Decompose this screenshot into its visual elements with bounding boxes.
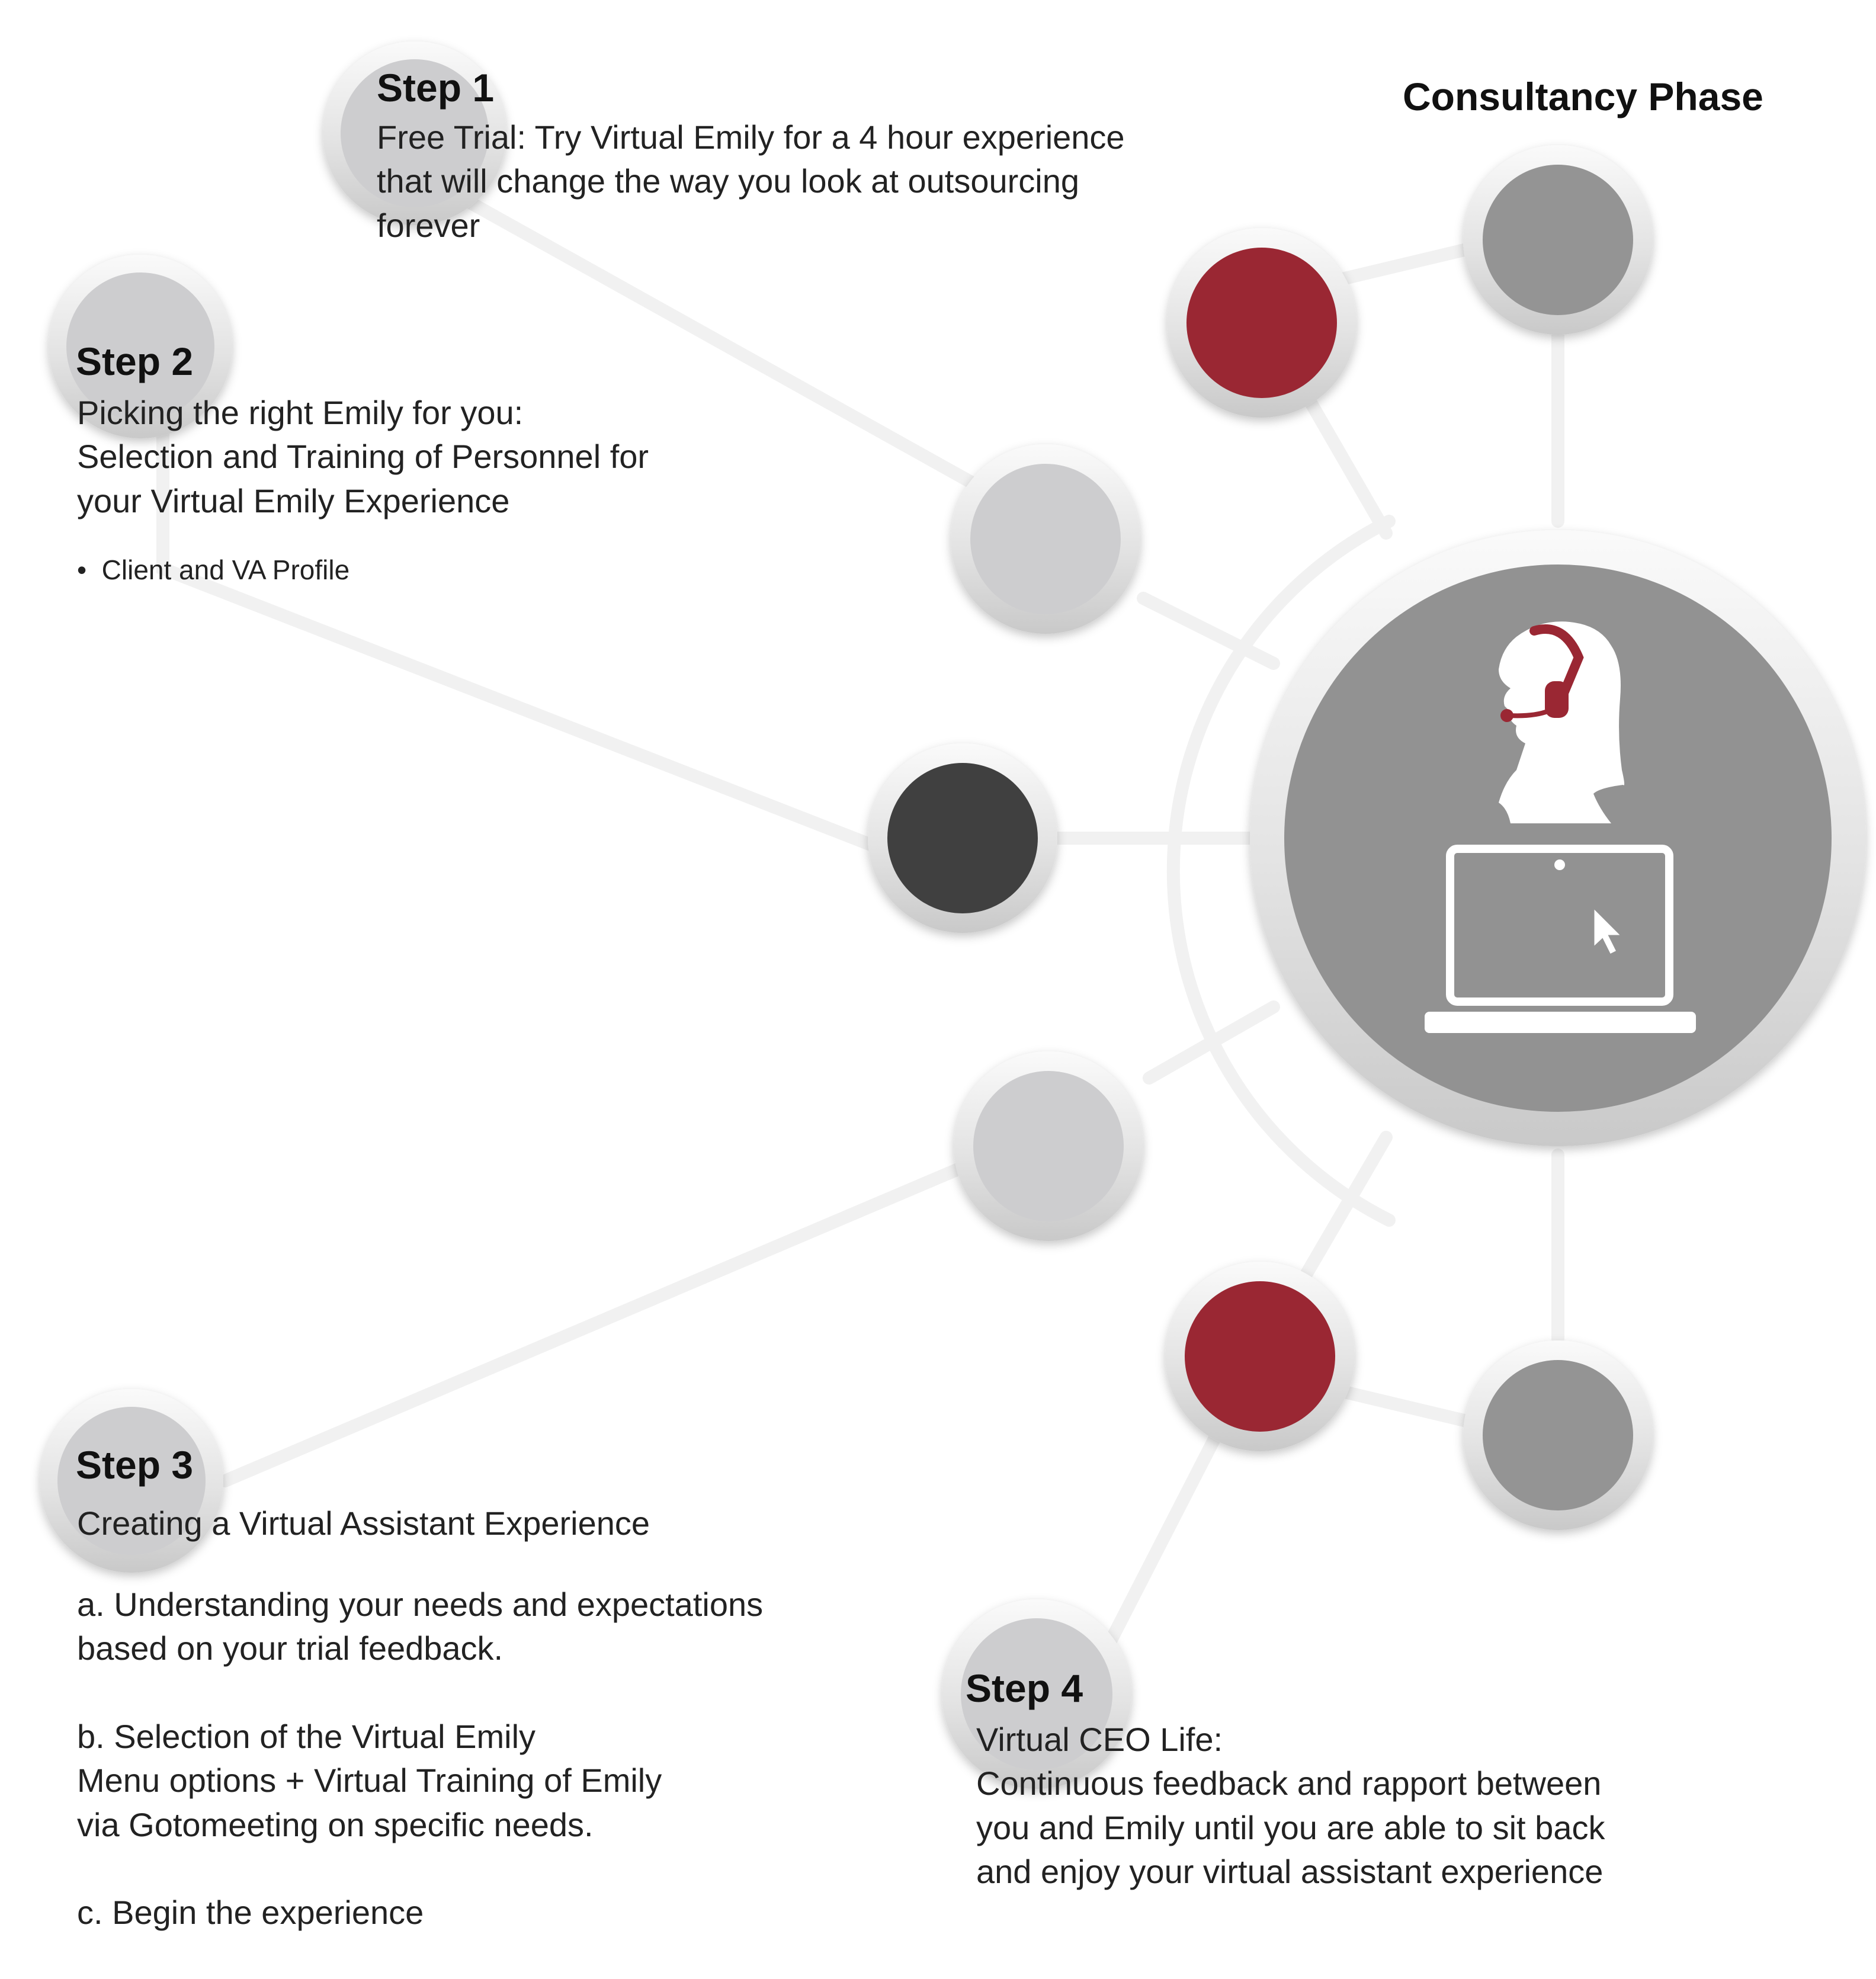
central-hub — [1250, 530, 1866, 1146]
node-upper-light — [951, 444, 1140, 634]
step4-line: Virtual CEO Life: — [976, 1721, 1223, 1758]
connector-step1 — [461, 195, 984, 492]
node-top-gray — [1463, 145, 1653, 335]
step3-item-line: b. Selection of the Virtual Emily — [77, 1717, 536, 1755]
step4-marker — [942, 1599, 1131, 1789]
step4-line: Continuous feedback and rapport between — [976, 1765, 1602, 1802]
step3-title: Step 3 — [76, 1443, 194, 1487]
node-dark — [868, 743, 1057, 933]
node-bottom-red — [1165, 1262, 1355, 1451]
step3-marker — [40, 1389, 223, 1573]
step1-line: Free Trial: Try Virtual Emily for a 4 ho… — [377, 118, 1125, 156]
phase-title: Consultancy Phase — [1403, 75, 1763, 118]
arc-connector — [1166, 515, 1396, 1227]
headset-woman-icon — [1499, 621, 1625, 823]
bullet-dot: • — [77, 554, 102, 585]
connector-hub-upper-light — [1137, 592, 1280, 670]
step4-title: Step 4 — [966, 1666, 1083, 1710]
step3-item-line: based on your trial feedback. — [77, 1630, 504, 1667]
step3-item-line: c. Begin the experience — [77, 1894, 424, 1932]
laptop-icon — [1425, 845, 1696, 1033]
cursor-icon — [1592, 905, 1624, 957]
step3-item-a: a. Understanding your needs and expectat… — [77, 1583, 906, 1671]
connector-bottom-pair — [1338, 1385, 1476, 1428]
step1-line: that will change the way you look at out… — [377, 162, 1080, 200]
step2-description: Picking the right Emily for you: Selecti… — [77, 391, 788, 523]
node-lower-light — [954, 1051, 1143, 1241]
step3-description: Creating a Virtual Assistant Experience — [77, 1502, 906, 1545]
step2-title: Step 2 — [76, 339, 194, 383]
step2-line: Selection and Training of Personnel for — [77, 438, 649, 476]
connector-step3 — [219, 1154, 984, 1487]
step3-items: a. Understanding your needs and expectat… — [77, 1583, 906, 1979]
connector-step4 — [1101, 1421, 1227, 1653]
step2-bullet-text: Client and VA Profile — [101, 554, 350, 585]
step2-line: your Virtual Emily Experience — [77, 482, 510, 519]
step3-line: Creating a Virtual Assistant Experience — [77, 1505, 650, 1542]
step3-item-line: via Gotomeeting on specific needs. — [77, 1805, 594, 1843]
step2-line: Picking the right Emily for you: — [77, 394, 524, 431]
step2-bullet: • Client and VA Profile — [77, 552, 349, 588]
step3-item-b: b. Selection of the Virtual Emily Menu o… — [77, 1715, 906, 1847]
step1-marker — [323, 41, 506, 225]
step2-marker — [49, 255, 232, 438]
step1-title: Step 1 — [377, 66, 495, 110]
step4-description: Virtual CEO Life: Continuous feedback an… — [976, 1718, 1835, 1894]
step3-item-line: a. Understanding your needs and expectat… — [77, 1586, 764, 1623]
connector-top-pair — [1338, 242, 1476, 285]
step3-item-line: Menu options + Virtual Training of Emily — [77, 1762, 662, 1800]
step4-line: and enjoy your virtual assistant experie… — [976, 1853, 1604, 1891]
connector-step2 — [156, 373, 883, 854]
node-bottom-gray — [1463, 1340, 1653, 1530]
connector-hub-lower-light — [1143, 1000, 1280, 1085]
step4-line: you and Emily until you are able to sit … — [976, 1808, 1605, 1846]
step1-line: forever — [377, 206, 480, 244]
step3-item-c: c. Begin the experience — [77, 1891, 906, 1935]
step1-description: Free Trial: Try Virtual Emily for a 4 ho… — [377, 116, 1206, 248]
node-top-red — [1167, 228, 1357, 418]
